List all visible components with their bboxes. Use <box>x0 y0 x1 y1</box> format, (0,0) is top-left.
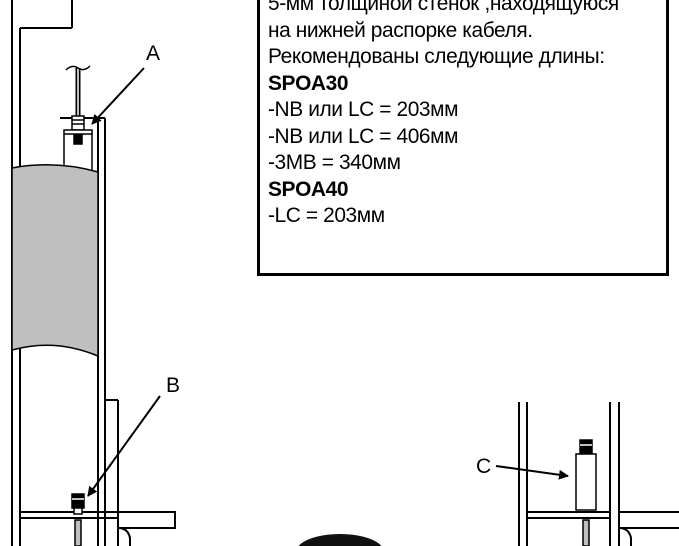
section-heading-spoa30: SPOA30 <box>268 71 349 95</box>
spec-item: -3MB = 340мм <box>268 151 401 174</box>
arrow-b <box>87 395 161 497</box>
bottom-bracket-left <box>20 511 176 546</box>
threaded-rod-a <box>65 65 91 116</box>
arrow-a <box>91 67 145 125</box>
spec-item: -LC = 203мм <box>268 204 385 227</box>
fastener-b <box>71 493 85 546</box>
fastener-a <box>63 115 93 173</box>
arrow-c <box>495 465 569 480</box>
spec-item: -NB или LC = 406мм <box>268 124 459 148</box>
spacer-c <box>575 439 597 546</box>
callout-label-a: A <box>146 42 161 65</box>
cable-bundle <box>11 164 99 358</box>
page-badge <box>298 534 382 546</box>
callout-label-b: B <box>166 374 181 397</box>
leader-arrows <box>87 67 569 497</box>
note-box: 5-мм толщиной стенок ,находящуюся на ниж… <box>257 0 669 276</box>
spec-item: -NB или LC = 203мм <box>268 98 459 121</box>
callout-label-c: C <box>476 455 492 478</box>
right-column-frame <box>518 402 679 546</box>
note-line: на нижней распорке кабеля. <box>268 18 533 42</box>
section-heading-spoa40: SPOA40 <box>268 177 349 201</box>
note-line: 5-мм толщиной стенок ,находящуюся <box>268 0 619 15</box>
note-line: Рекомендованы следующие длины: <box>268 45 605 68</box>
